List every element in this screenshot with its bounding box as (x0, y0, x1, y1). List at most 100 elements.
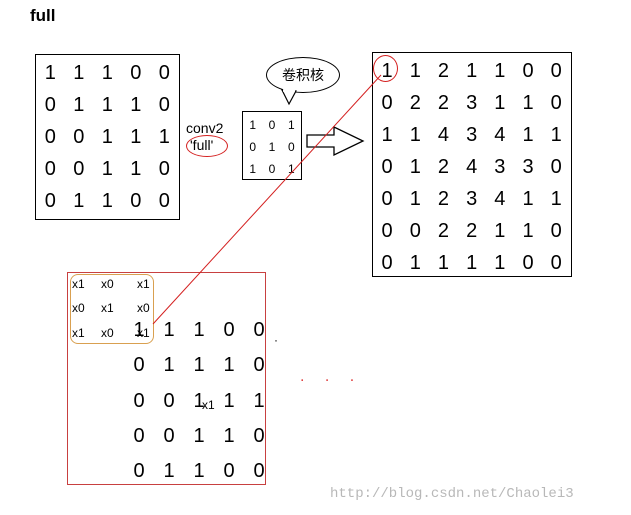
output-matrix-cell: 0 (550, 252, 562, 274)
kernel-overlay-weight: x0 (101, 326, 114, 340)
output-first-cell-highlight (373, 55, 398, 82)
input-matrix-cell: 0 (158, 158, 170, 180)
kernel-speech-bubble: 卷积核 (266, 57, 340, 93)
input-matrix-cell: 1 (73, 190, 85, 212)
input-matrix-cell: 1 (101, 126, 113, 148)
detail-input-cell: 1 (253, 390, 265, 412)
output-matrix-cell: 1 (409, 188, 421, 210)
detail-explanation-box (67, 272, 266, 485)
input-matrix-cell: 1 (101, 62, 113, 84)
kernel-matrix-cell: 1 (287, 162, 295, 176)
output-matrix-cell: 1 (494, 60, 506, 82)
output-matrix-cell: 0 (550, 92, 562, 114)
kernel-matrix-cell: 1 (249, 162, 256, 176)
detail-input-cell: 1 (193, 354, 205, 376)
kernel-overlay-frame (70, 274, 154, 344)
detail-input-cell: 0 (253, 425, 265, 447)
output-matrix-cell: 1 (522, 220, 534, 242)
kernel-matrix-cell: 1 (268, 140, 276, 154)
detail-input-cell: 1 (193, 390, 205, 412)
output-matrix-cell: 0 (522, 60, 534, 82)
detail-input-cell: 0 (133, 390, 145, 412)
kernel-overlay-weight: x1 (137, 326, 150, 340)
output-matrix-cell: 1 (522, 188, 534, 210)
input-matrix-cell: 0 (158, 190, 170, 212)
input-matrix-cell: 1 (130, 94, 142, 116)
input-matrix-cell: 0 (158, 62, 170, 84)
input-matrix-cell: 0 (73, 126, 85, 148)
output-matrix-cell: 1 (409, 252, 421, 274)
continuation-ellipsis: . . . (300, 368, 363, 385)
detail-input-cell: 0 (253, 354, 265, 376)
kernel-matrix-cell: 0 (268, 118, 276, 132)
input-matrix-cell: 1 (44, 62, 56, 84)
input-matrix-cell: 1 (130, 158, 142, 180)
detail-input-cell: 0 (133, 425, 145, 447)
detail-input-cell: 0 (223, 319, 235, 341)
output-matrix-cell: 1 (409, 60, 421, 82)
output-matrix-cell: 1 (466, 60, 478, 82)
output-matrix-cell: 4 (466, 156, 478, 178)
detail-input-cell: 1 (223, 354, 235, 376)
arrow-icon (306, 125, 365, 157)
output-matrix-cell: 0 (522, 252, 534, 274)
kernel-matrix-cell: 0 (268, 162, 276, 176)
detail-input-cell: 0 (163, 425, 175, 447)
output-matrix-cell: 1 (409, 156, 421, 178)
input-matrix-cell: 0 (44, 158, 56, 180)
conv-function-label: conv2 (186, 120, 224, 136)
output-matrix-cell: 3 (494, 156, 506, 178)
detail-input-cell: 1 (193, 425, 205, 447)
stray-dot: · (274, 333, 278, 347)
input-matrix-cell: 0 (130, 190, 142, 212)
detail-input-cell: 1 (133, 319, 145, 341)
output-matrix-cell: 3 (466, 188, 478, 210)
detail-input-cell: 1 (163, 354, 175, 376)
full-mode-highlight (186, 135, 228, 157)
output-matrix-cell: 2 (466, 220, 478, 242)
page-title: full (30, 6, 56, 25)
kernel-overlay-weight: x1 (101, 301, 114, 315)
output-matrix-cell: 0 (381, 92, 393, 114)
output-matrix-cell: 1 (409, 124, 421, 146)
detail-input-cell: 0 (133, 354, 145, 376)
input-matrix-cell: 1 (158, 126, 170, 148)
input-matrix-cell: 1 (101, 158, 113, 180)
output-matrix-cell: 2 (409, 92, 421, 114)
inline-multiplier-marker: x1 (202, 398, 215, 412)
output-matrix-cell: 3 (522, 156, 534, 178)
output-matrix-cell: 4 (494, 124, 506, 146)
kernel-overlay-weight: x0 (137, 301, 150, 315)
output-matrix-cell: 2 (437, 156, 450, 178)
output-matrix-cell: 1 (550, 124, 562, 146)
output-matrix-cell: 1 (494, 92, 506, 114)
output-matrix-cell: 2 (437, 188, 450, 210)
output-matrix-cell: 0 (409, 220, 421, 242)
input-matrix-cell: 0 (44, 94, 56, 116)
output-matrix-cell: 1 (494, 220, 506, 242)
kernel-overlay-weight: x1 (72, 326, 85, 340)
input-matrix-cell: 1 (73, 94, 85, 116)
kernel-overlay-weight: x1 (72, 277, 85, 291)
output-matrix-cell: 4 (437, 124, 450, 146)
kernel-matrix-cell: 0 (287, 140, 295, 154)
detail-input-cell: 0 (253, 460, 265, 482)
output-matrix-cell: 1 (466, 252, 478, 274)
detail-input-cell: 0 (253, 319, 265, 341)
output-matrix-cell: 0 (381, 252, 393, 274)
kernel-bubble-label: 卷积核 (282, 67, 324, 83)
